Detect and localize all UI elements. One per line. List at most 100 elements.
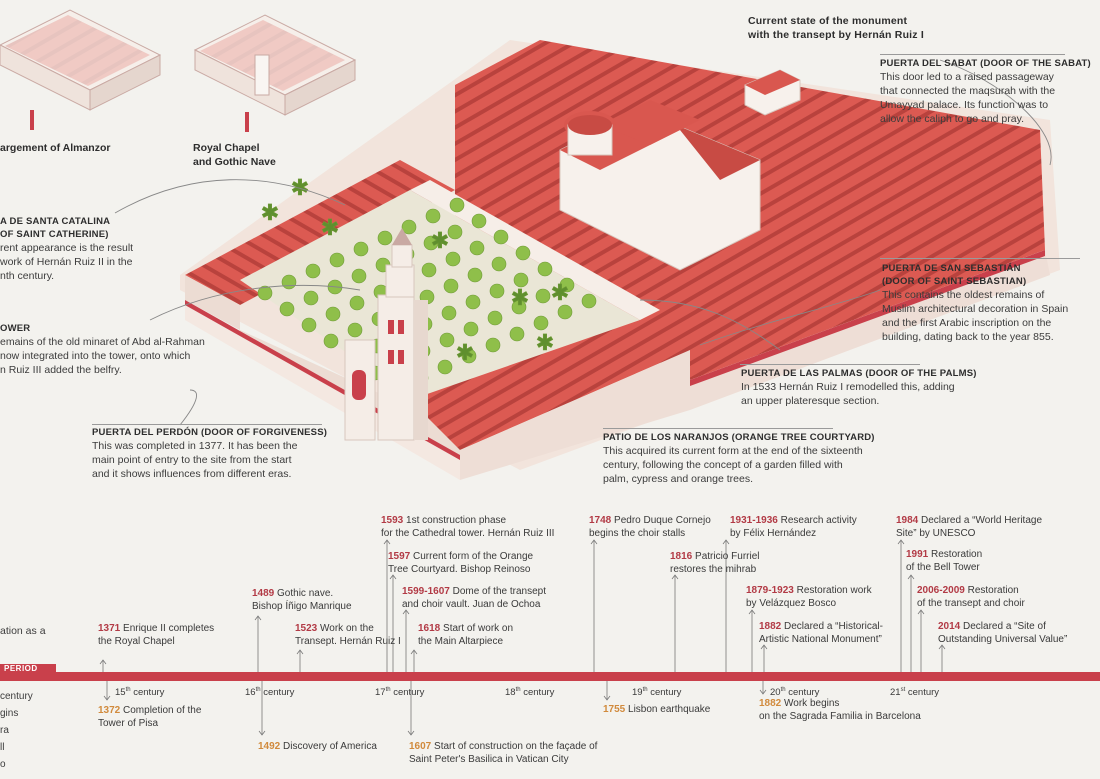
orange-tree xyxy=(351,268,367,284)
event-year: 1748 xyxy=(589,515,612,526)
century-label: 15th century xyxy=(115,687,164,698)
orange-tree xyxy=(325,306,341,322)
orange-tree xyxy=(305,263,321,279)
event-year: 1618 xyxy=(418,623,441,634)
orange-tree xyxy=(537,261,553,277)
orange-tree xyxy=(303,290,319,306)
event-text: Enrique II completes xyxy=(120,623,215,634)
event-arrow xyxy=(103,695,111,701)
orange-tree xyxy=(471,213,487,229)
event-text: Dome of the transept xyxy=(449,586,546,597)
thumb-label-royal-chapel: Royal Chapel and Gothic Nave xyxy=(193,141,276,169)
century-number: 21 xyxy=(890,687,901,699)
orange-tree xyxy=(487,310,503,326)
orange-tree xyxy=(465,294,481,310)
century-label: 19th century xyxy=(632,687,681,698)
cropped-line: ra xyxy=(0,725,9,736)
event-text: and choir vault. Juan de Ochoa xyxy=(402,599,541,610)
palm-tree: ✱ xyxy=(261,200,279,225)
thumb-label-line2: and Gothic Nave xyxy=(193,156,276,168)
orange-tree xyxy=(421,262,437,278)
event-text: by Velázquez Bosco xyxy=(746,598,837,609)
event-text: Current form of the Orange xyxy=(410,551,534,562)
orange-tree xyxy=(301,317,317,333)
illustration-title: Current state of the monument with the t… xyxy=(748,14,924,42)
cropped-line: ll xyxy=(0,742,5,753)
event-text: the Royal Chapel xyxy=(98,636,175,647)
event-text: Restoration xyxy=(928,549,983,560)
annotation-line: emains of the old minaret of Abd al-Rahm… xyxy=(0,336,205,348)
title-line1: Current state of the monument xyxy=(748,15,908,27)
event-arrow xyxy=(296,649,304,655)
orange-tree xyxy=(439,332,455,348)
cropped-line: gins xyxy=(0,708,19,719)
event-arrow xyxy=(407,730,415,736)
orange-tree xyxy=(513,272,529,288)
century-number: 20 xyxy=(770,687,781,699)
event-arrow xyxy=(722,539,730,545)
annotation-line: This was completed in 1377. It has been … xyxy=(92,440,298,452)
palm-tree: ✱ xyxy=(431,228,449,253)
century-number: 15 xyxy=(115,687,126,699)
orange-tree xyxy=(467,267,483,283)
event-text: Declared a “Site of xyxy=(960,621,1046,632)
event-text: Patricio Furriel xyxy=(692,551,760,562)
event-text: Saint Peter's Basilica in Vatican City xyxy=(409,754,569,765)
event-year: 1882 xyxy=(759,698,782,709)
palm-tree: ✱ xyxy=(536,330,554,355)
event-text: Restoration work xyxy=(793,585,872,596)
century-word: century xyxy=(647,687,682,699)
annotation-title: OWER xyxy=(0,323,31,334)
century-suffix: th xyxy=(385,687,391,693)
century-number: 19 xyxy=(632,687,643,699)
event-text: Discovery of America xyxy=(280,741,377,752)
cathedral-transept xyxy=(559,100,761,271)
palm-tree: ✱ xyxy=(291,175,309,200)
timeline-bar xyxy=(0,672,1100,681)
century-number: 18 xyxy=(505,687,516,699)
event-text: Tree Courtyard. Bishop Reinoso xyxy=(388,564,531,575)
orange-tree xyxy=(323,333,339,349)
timeline-event: 1489 Gothic nave.Bishop Íñigo Manrique xyxy=(252,587,352,613)
orange-tree xyxy=(447,224,463,240)
orange-tree xyxy=(401,219,417,235)
thumbnail-almanzor xyxy=(0,9,162,130)
event-text: Site” by UNESCO xyxy=(896,528,976,539)
event-arrow xyxy=(402,609,410,615)
annotation-line: that connected the maqsurah with the xyxy=(880,85,1056,97)
century-number: 16 xyxy=(245,687,256,699)
century-word: century xyxy=(520,687,555,699)
annotation-title: PUERTA DE SAN SEBASTIÁN xyxy=(882,263,1021,274)
orange-tree xyxy=(349,295,365,311)
cropped-text-below: century gins ra ll o xyxy=(0,688,33,773)
palm-tree: ✱ xyxy=(456,340,474,365)
century-suffix: th xyxy=(515,687,521,693)
annotation-title: OF SAINT CATHERINE) xyxy=(0,229,109,240)
event-year: 1523 xyxy=(295,623,318,634)
century-word: century xyxy=(905,687,940,699)
event-text: Restoration xyxy=(964,585,1019,596)
event-year: 1816 xyxy=(670,551,693,562)
annotation-line: palm, cypress and orange trees. xyxy=(603,473,753,485)
orange-tree xyxy=(557,304,573,320)
thumbnail-royal-chapel xyxy=(193,14,357,132)
annotation-line: Muslim architectural decoration in Spain xyxy=(882,303,1069,315)
annotation-title: PUERTA DEL SABAT (DOOR OF THE SABAT) xyxy=(880,58,1091,69)
century-number: 17 xyxy=(375,687,386,699)
event-arrow xyxy=(907,574,915,580)
event-text: Gothic nave. xyxy=(274,588,334,599)
event-arrow xyxy=(760,644,768,650)
event-text: Pedro Duque Cornejo xyxy=(611,515,711,526)
orange-tree xyxy=(489,283,505,299)
annotation-title: PATIO DE LOS NARANJOS (ORANGE TREE COURT… xyxy=(603,432,875,443)
orange-tree xyxy=(535,288,551,304)
event-arrow xyxy=(410,649,418,655)
timeline-event: 1607 Start of construction on the façade… xyxy=(409,740,597,766)
